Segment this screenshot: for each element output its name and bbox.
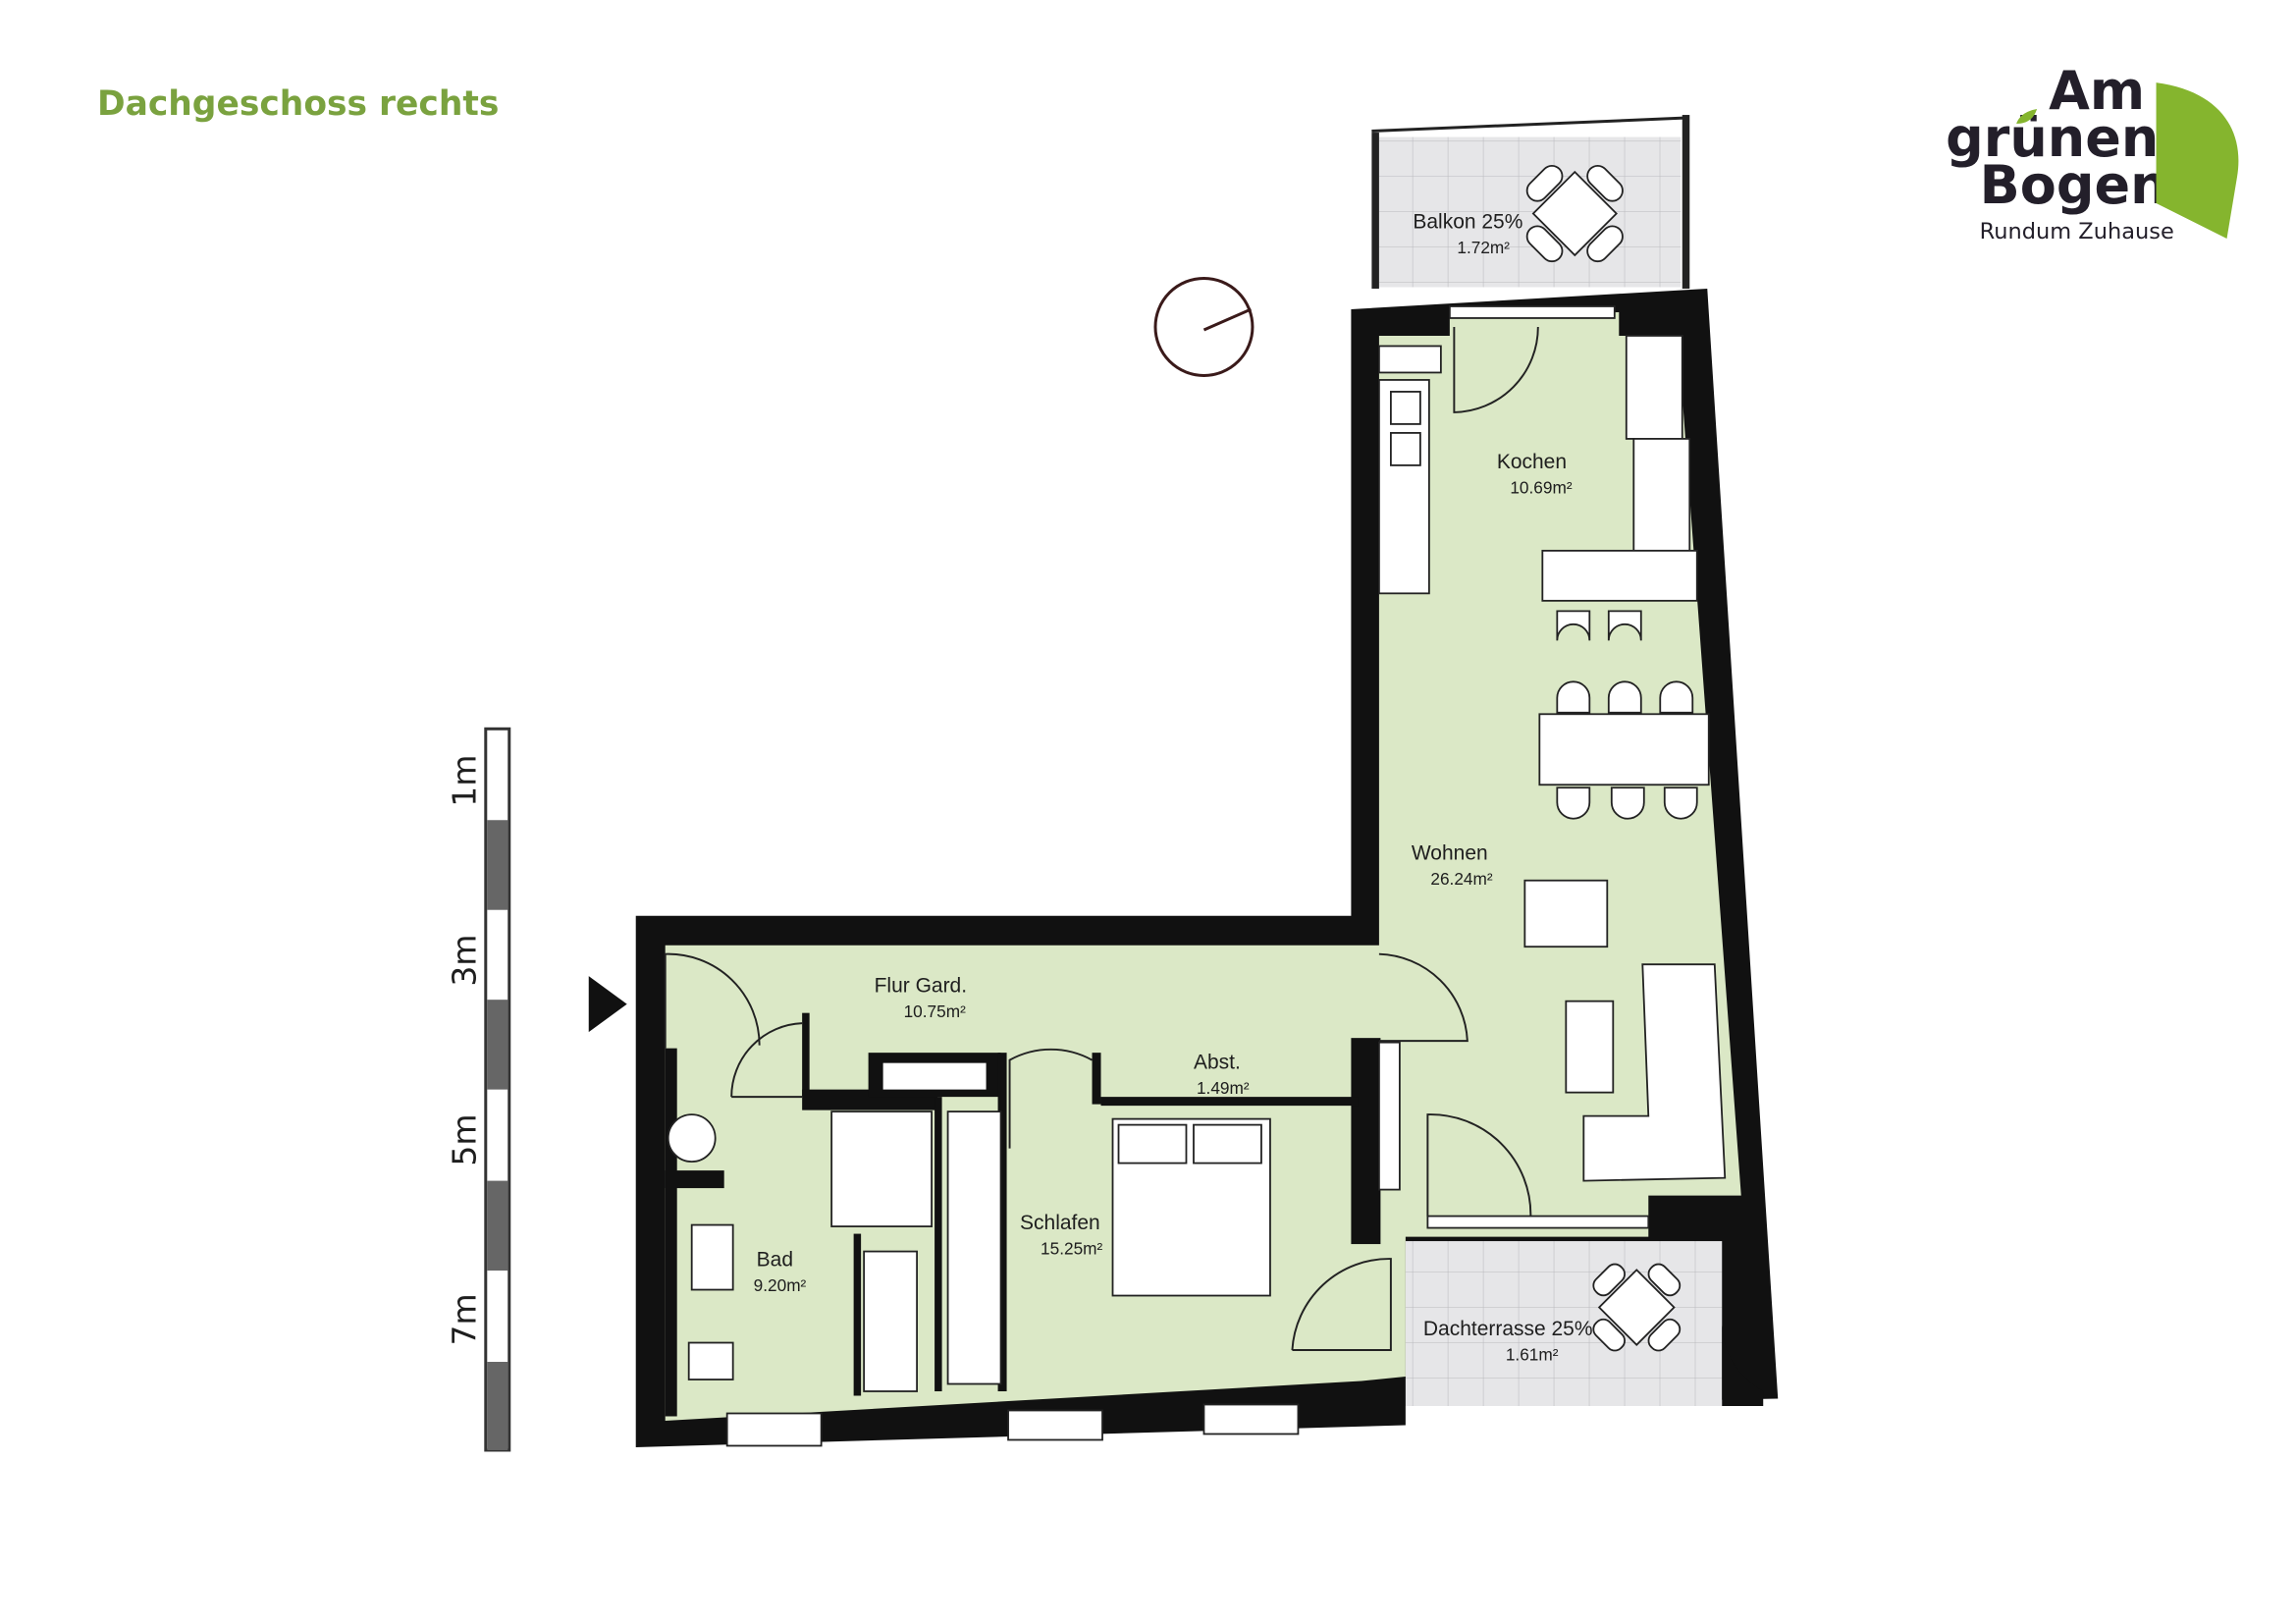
- dachterrasse-label: Dachterrasse 25%: [1423, 1318, 1593, 1340]
- doors: [664, 326, 1539, 1351]
- abst-label: Abst.: [1194, 1052, 1241, 1074]
- dachterrasse-area: 1.61m²: [1506, 1345, 1559, 1365]
- furniture: [667, 164, 1727, 1392]
- abst-area: 1.49m²: [1197, 1078, 1250, 1098]
- kitchen-counters: [1377, 335, 1698, 602]
- bad-label: Bad: [757, 1249, 793, 1272]
- balkon-label: Balkon 25%: [1413, 211, 1522, 234]
- room-balkon: [1371, 115, 1690, 289]
- scale-label-5m: 5m: [445, 1114, 483, 1166]
- bad-area: 9.20m²: [754, 1275, 807, 1295]
- leaf-accent-icon: [2016, 109, 2038, 125]
- scale-label-7m: 7m: [445, 1293, 483, 1345]
- logo-line-2: grünen: [1946, 107, 2159, 169]
- wohnen-area: 26.24m²: [1430, 869, 1492, 889]
- interior-floor: [665, 311, 1741, 1421]
- windows: [725, 305, 1650, 1447]
- flur-area: 10.75m²: [904, 1001, 966, 1021]
- flur-label: Flur Gard.: [875, 975, 967, 998]
- logo-line-3: Bogen: [1980, 154, 2168, 216]
- kochen-area: 10.69m²: [1510, 477, 1572, 497]
- scale-label-3m: 3m: [445, 935, 483, 987]
- scale-bar: 1m 3m 5m 7m: [445, 727, 511, 1452]
- logo-tagline: Rundum Zuhause: [1980, 219, 2174, 244]
- kochen-label: Kochen: [1497, 451, 1567, 473]
- logo-line-1: Am: [2049, 60, 2145, 122]
- entrance-arrow-icon: [588, 976, 627, 1033]
- leaf-icon: [2156, 82, 2239, 239]
- room-labels: Balkon 25% 1.72m² Kochen 10.69m² Wohnen …: [754, 211, 1593, 1365]
- balkon-area: 1.72m²: [1457, 238, 1510, 257]
- schlafen-area: 15.25m²: [1041, 1239, 1102, 1259]
- scale-label-1m: 1m: [445, 755, 483, 807]
- schlafen-label: Schlafen: [1020, 1212, 1100, 1234]
- north-arrow-icon: [1153, 276, 1255, 377]
- logo: Am grünen Bogen Rundum Zuhause: [1946, 60, 2239, 244]
- wohnen-label: Wohnen: [1412, 842, 1488, 865]
- plan-title: Dachgeschoss rechts: [97, 84, 499, 124]
- interior-walls: [665, 1012, 1381, 1417]
